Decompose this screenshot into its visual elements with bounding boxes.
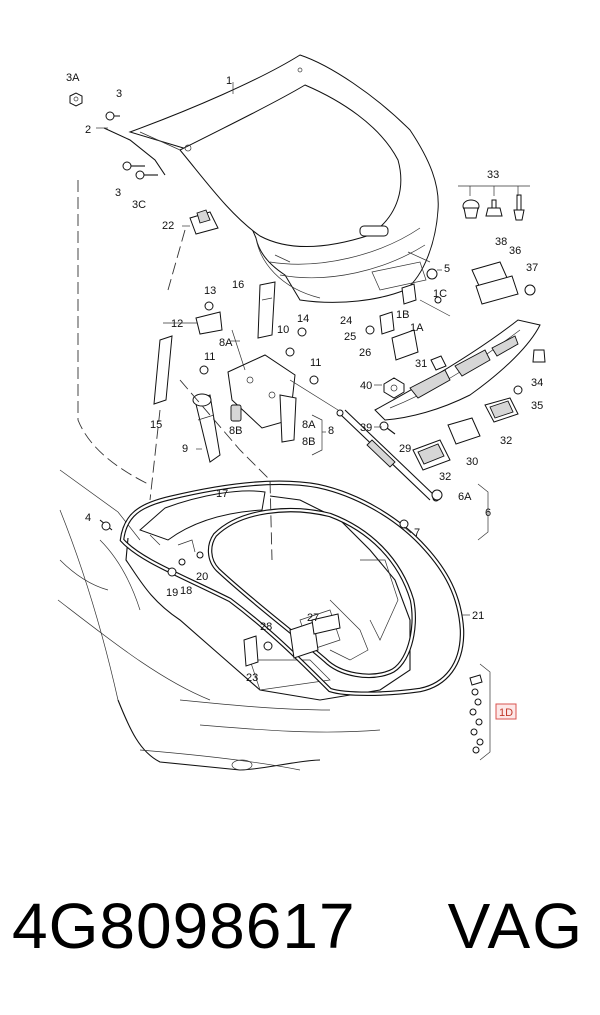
callout-21: 21 [472,610,484,622]
callout-9: 9 [182,443,188,455]
callout-33: 33 [487,169,499,181]
callout-1D-box: 1D [495,703,517,720]
strut-9 [192,393,221,463]
callout-3A: 3A [66,72,80,84]
callout-1B: 1B [396,309,409,321]
tailgate-panel [128,54,439,303]
callout-3C: 3C [132,199,146,211]
callout-11-right: 11 [310,357,321,369]
callout-18: 18 [180,585,192,597]
callout-2: 2 [85,124,91,136]
callout-22: 22 [162,220,174,232]
callout-37: 37 [526,262,538,274]
callout-8: 8 [328,425,334,437]
callout-16: 16 [232,279,244,291]
callout-11-left: 11 [204,351,215,363]
callout-23: 23 [246,672,258,684]
door-seal [119,480,465,696]
callout-30: 30 [466,456,478,468]
callout-4: 4 [85,512,91,524]
callout-6: 6 [485,507,491,519]
callout-19: 19 [166,587,178,599]
callout-5: 5 [444,263,450,275]
callout-8B-right: 8B [302,436,315,448]
callout-6A: 6A [458,491,472,503]
callout-8B-left: 8B [229,425,242,437]
callout-15: 15 [150,419,162,431]
callout-26: 26 [359,347,371,359]
callout-12: 12 [171,318,183,330]
dashed-leaders [77,180,273,561]
callout-3-top: 3 [116,88,122,100]
callout-3-bottom: 3 [115,187,121,199]
callout-1: 1 [226,75,232,87]
callout-10: 10 [277,324,289,336]
callout-7: 7 [414,527,420,539]
callout-8A-left: 8A [219,337,233,349]
spoiler [139,490,266,546]
license-lights [412,397,519,471]
callout-8A-right: 8A [302,419,316,431]
callout-1A: 1A [410,322,424,334]
callout-labels: 1 2 3 3 3A 3C 4 5 6 6A 7 8 8A 8A 8B 8B 9… [66,72,543,684]
small-parts [69,92,546,754]
car-body-outline [57,469,411,771]
callout-32-right: 32 [500,435,512,447]
callout-31: 31 [415,358,427,370]
callout-27: 27 [307,612,319,624]
tailgate-exploded-view: 1D 1 2 3 3 3A 3C 4 5 6 6A 7 8 8A 8A 8B 8… [57,54,546,771]
callout-32-left: 32 [439,471,451,483]
callout-1D: 1D [499,707,513,719]
parts-diagram: 1D 1 2 3 3 3A 3C 4 5 6 6A 7 8 8A 8A 8B 8… [57,54,546,771]
callout-13: 13 [204,285,216,297]
callout-38: 38 [495,236,507,248]
callout-20: 20 [196,571,208,583]
callout-14: 14 [297,313,309,325]
callout-25: 25 [344,331,356,343]
callout-28: 28 [260,621,272,633]
hinge-lock [153,281,339,443]
callout-35: 35 [531,400,543,412]
label-leaders [96,127,470,616]
callout-36: 36 [509,245,521,257]
trim-strip [374,319,541,421]
brackets [232,82,530,761]
callout-17: 17 [216,488,228,500]
part-number: 4G8098617 [12,890,356,962]
callout-39: 39 [360,422,372,434]
callout-40: 40 [360,380,372,392]
product-footer: 4G8098617 VAG [0,880,600,990]
callout-24: 24 [340,315,352,327]
brand-label: VAG [447,890,584,962]
callout-29: 29 [399,443,411,455]
callout-34: 34 [531,377,543,389]
callout-1C: 1C [433,288,447,300]
